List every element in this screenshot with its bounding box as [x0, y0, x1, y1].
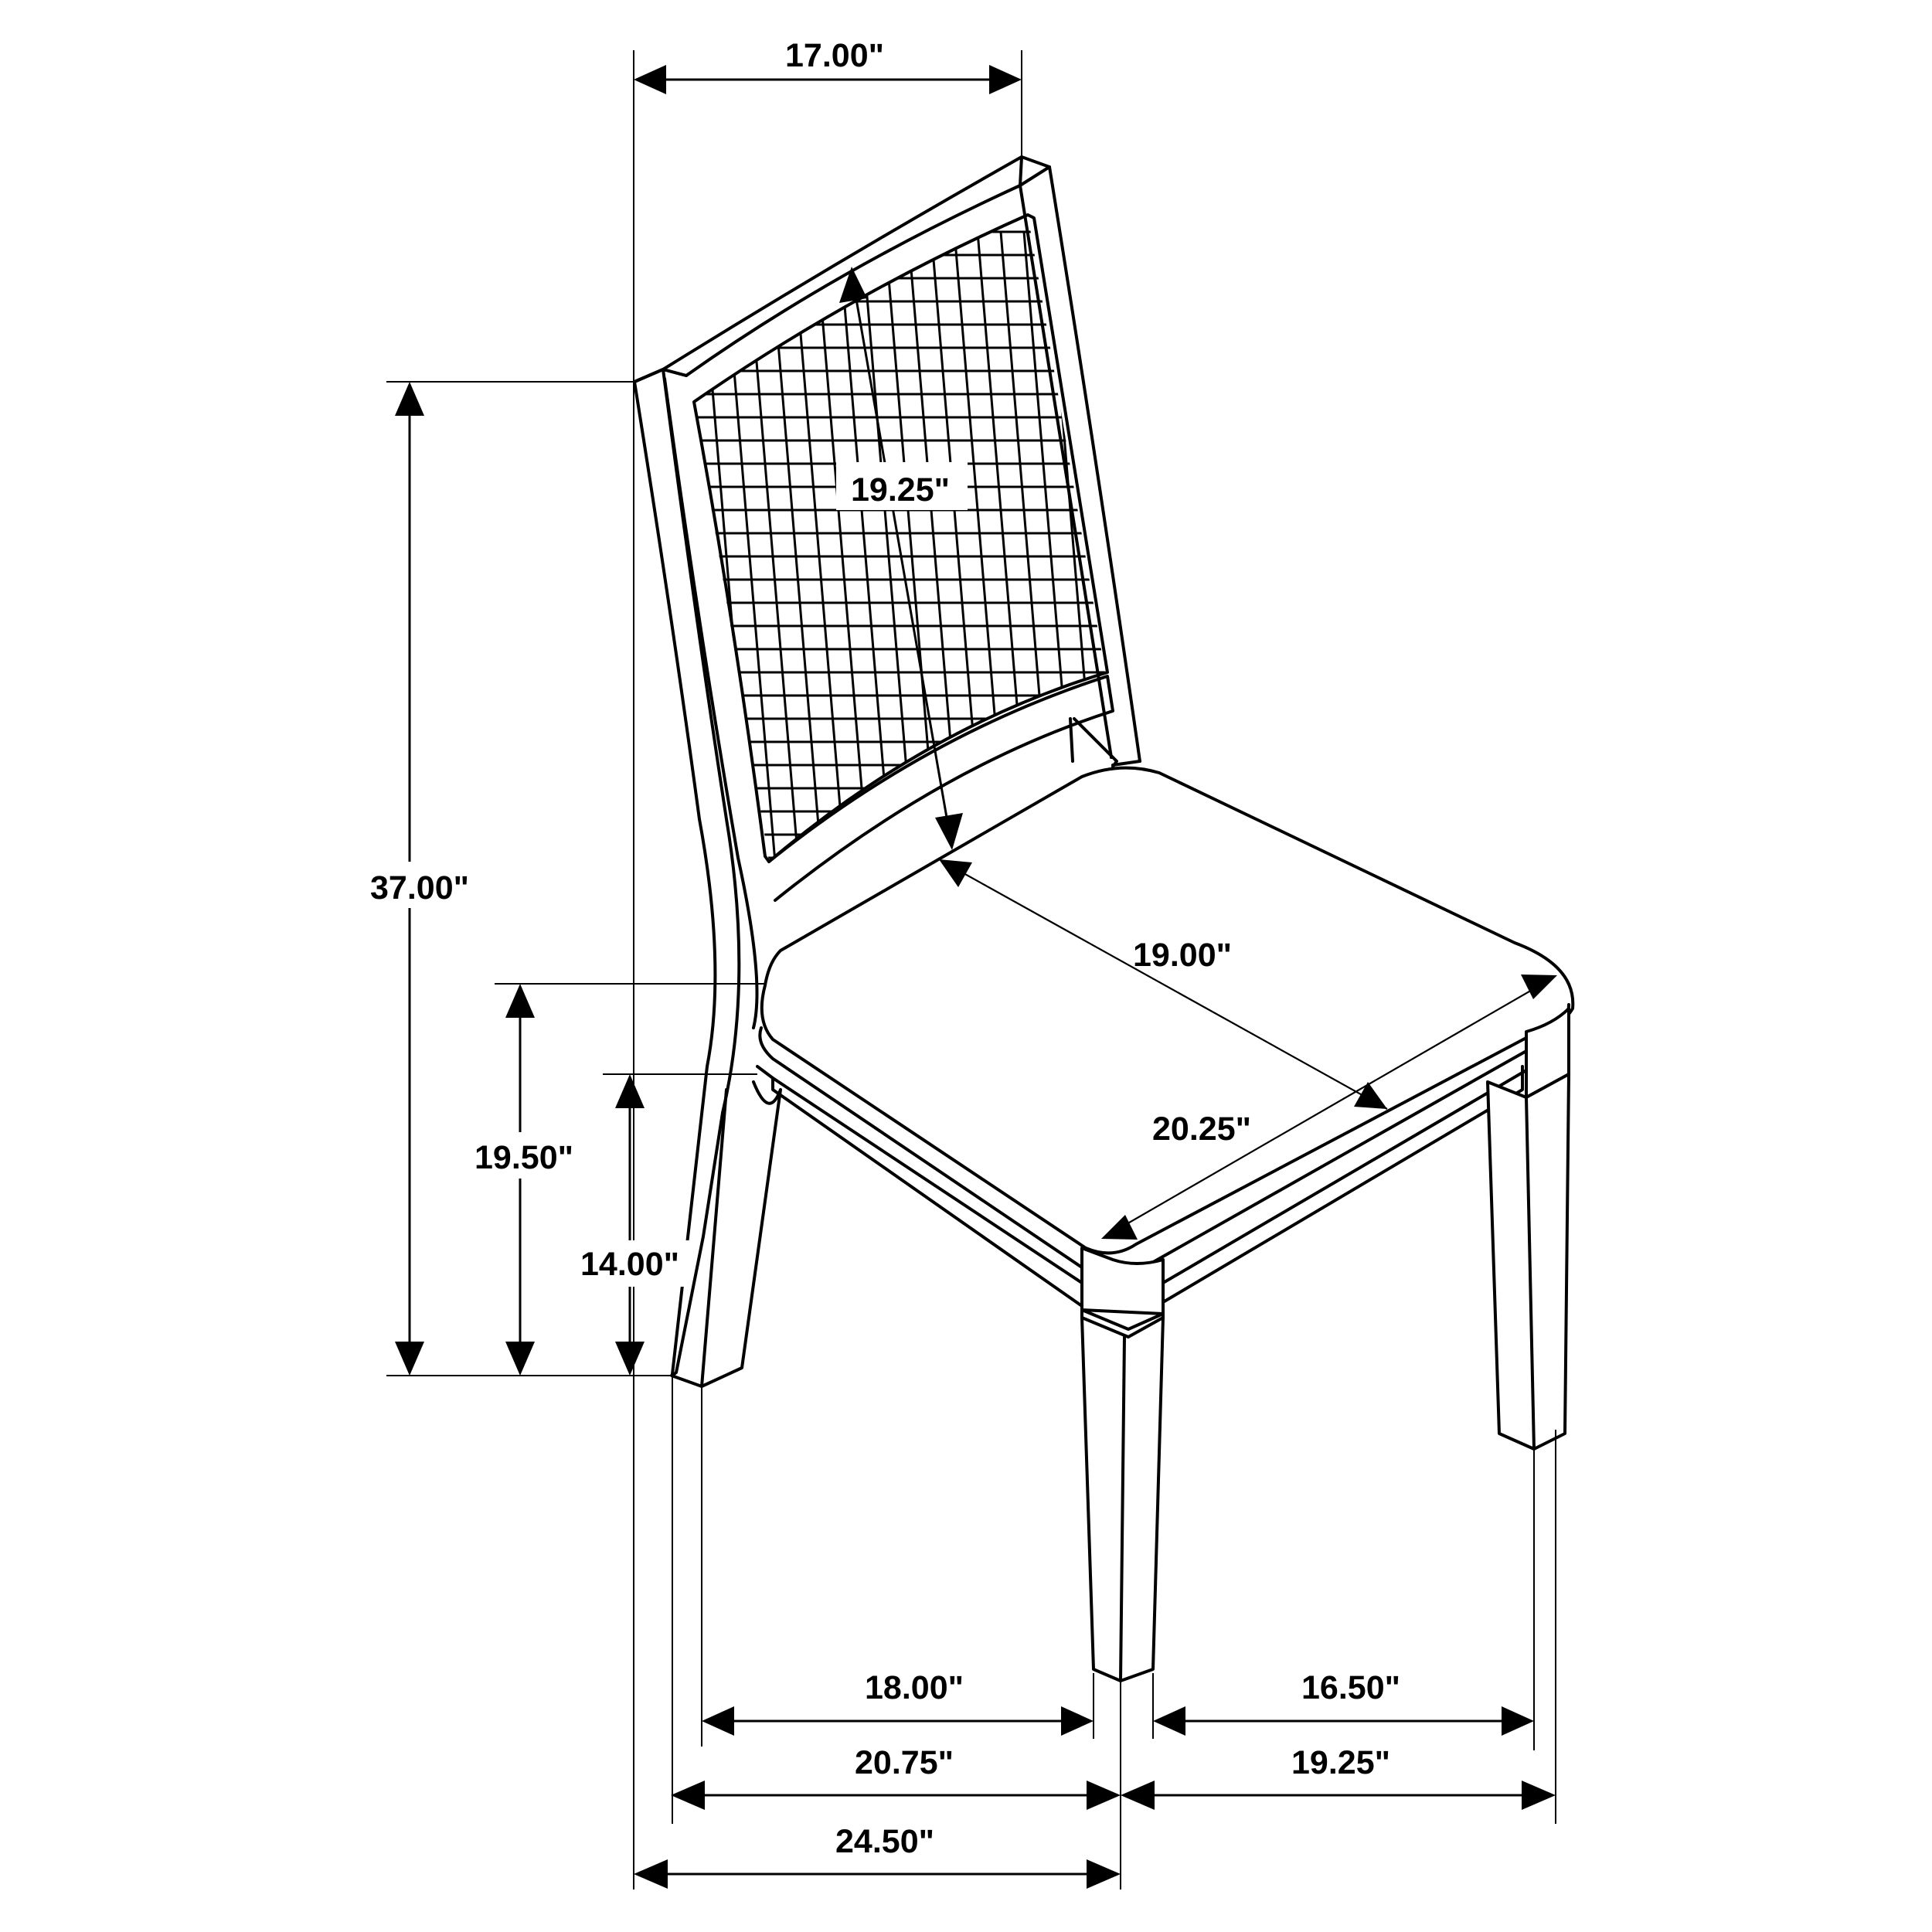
seat-apron	[756, 1065, 1528, 1308]
dimension-overall-depth: 24.50"	[634, 1823, 1121, 1889]
label-seat-height: 19.50"	[474, 1139, 573, 1176]
label-leg-span-side: 18.00"	[865, 1669, 964, 1706]
dimension-overall-width: 19.25"	[1121, 1744, 1556, 1810]
back-left-leg	[700, 1080, 782, 1388]
dimension-back-panel-height: 19.25"	[836, 267, 968, 850]
seat-cushion	[760, 766, 1575, 1255]
dimension-seat-height: 19.50"	[460, 983, 765, 1376]
dimension-overall-depth-inner: 20.75"	[671, 1744, 1121, 1810]
dimension-leg-span-front: 16.50"	[1153, 1669, 1534, 1736]
dimension-overall-height: 37.00"	[352, 381, 672, 1376]
label-apron-height: 14.00"	[580, 1246, 679, 1283]
front-right-leg	[1525, 1007, 1570, 1099]
label-back-width: 17.00"	[785, 37, 884, 74]
dimension-seat-width: 20.25"	[1101, 975, 1557, 1240]
dimension-leg-span-side: 18.00"	[702, 1669, 1094, 1736]
label-seat-width: 20.25"	[1152, 1111, 1251, 1148]
label-overall-depth: 24.50"	[835, 1823, 934, 1860]
label-overall-width: 19.25"	[1291, 1744, 1390, 1781]
dimension-back-width: 17.00"	[633, 37, 1022, 1376]
label-seat-depth: 19.00"	[1133, 937, 1232, 974]
label-back-panel-height: 19.25"	[851, 471, 950, 509]
dimension-apron-height: 14.00"	[568, 1073, 757, 1376]
bottom-extension-lines	[633, 1376, 1556, 1889]
front-left-leg	[1080, 1247, 1165, 1315]
label-leg-span-front: 16.50"	[1301, 1669, 1400, 1706]
chair-outline	[633, 155, 1575, 1682]
lower-back-rail	[767, 675, 1114, 902]
label-overall-height: 37.00"	[370, 869, 469, 906]
cane-panel-frame	[692, 213, 1109, 863]
label-overall-depth-inner: 20.75"	[855, 1744, 954, 1781]
dimension-seat-depth: 19.00"	[939, 859, 1388, 1110]
